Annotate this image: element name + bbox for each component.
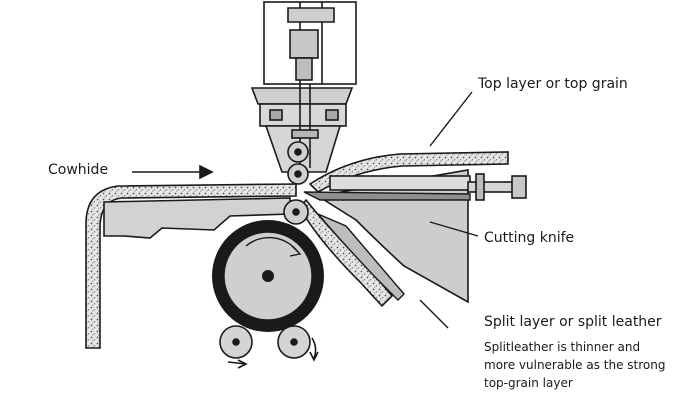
knife-holder-frame <box>315 169 527 304</box>
main-drive-wheel <box>212 220 324 332</box>
feed-direction-arrow <box>132 164 214 180</box>
label-split-layer: Split layer or split leather <box>484 314 662 330</box>
upper-feed-roller <box>287 141 309 185</box>
idler-rollers <box>219 325 319 369</box>
upper-press-assembly <box>250 1 357 173</box>
leader-lines <box>419 91 479 329</box>
label-top-layer: Top layer or top grain <box>478 76 628 92</box>
label-cutting-knife: Cutting knife <box>484 230 575 246</box>
cowhide-strip <box>85 183 297 349</box>
split-layer-leader <box>419 299 449 329</box>
lower-feed-roller <box>283 199 309 225</box>
top-layer-leader <box>429 91 473 147</box>
label-split-note: Splitleather is thinner and more vulnera… <box>484 340 666 390</box>
label-cowhide: Cowhide <box>48 162 109 178</box>
cutting-knife-leader <box>429 221 479 237</box>
cutting-knife-blade <box>303 191 471 201</box>
lower-guide-plate <box>317 213 405 301</box>
